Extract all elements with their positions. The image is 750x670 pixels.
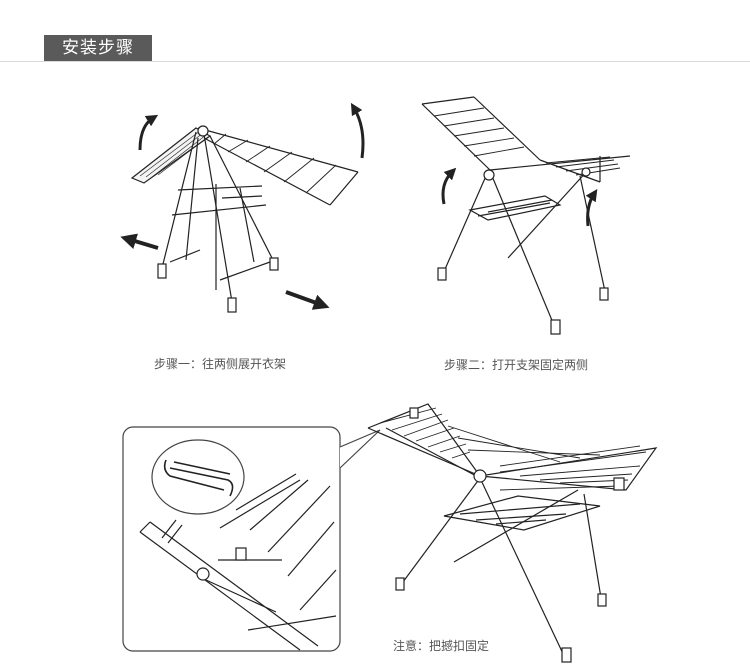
note-caption: 注意：把撼扣固定	[393, 639, 490, 653]
header-divider	[0, 61, 750, 62]
step1-rack-illustration	[130, 125, 359, 313]
section-title: 安装步骤	[44, 35, 152, 61]
full-rack-illustration	[367, 403, 658, 663]
slide-left-arrow-icon	[120, 233, 159, 250]
rotate-up-arrow-icon	[441, 167, 457, 205]
rotate-up-arrow-icon	[138, 114, 159, 151]
detail-inset	[122, 426, 381, 652]
slide-right-arrow-icon	[285, 290, 330, 310]
step1-caption: 步骤一：往两侧展开衣架	[154, 357, 287, 371]
rotate-up-arrow-icon	[585, 189, 598, 227]
rotate-up-arrow-icon	[350, 102, 365, 159]
step2-rack-illustration	[421, 96, 631, 335]
clip-buckle-icon	[163, 459, 234, 497]
step2-caption: 步骤二：打开支架固定两侧	[444, 358, 589, 372]
